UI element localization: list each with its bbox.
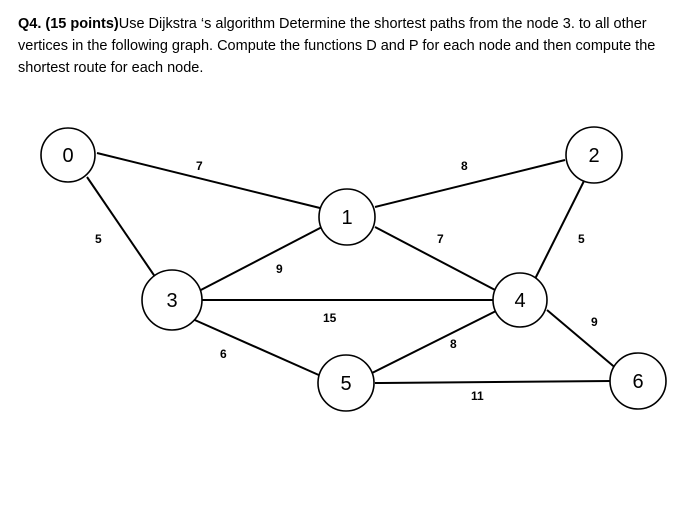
node-2-label: 2 bbox=[588, 145, 599, 167]
weight-4-6: 9 bbox=[591, 315, 598, 329]
edge-1-4 bbox=[374, 226, 498, 292]
weight-2-4: 5 bbox=[578, 232, 585, 246]
edge-3-5 bbox=[187, 316, 322, 377]
edge-weights: 7 5 8 9 7 5 15 6 8 9 11 bbox=[95, 159, 598, 403]
node-4: 4 bbox=[492, 272, 548, 328]
node-6: 6 bbox=[609, 352, 667, 410]
nodes: 0 1 2 3 4 5 6 bbox=[40, 126, 667, 412]
weight-4-5: 8 bbox=[450, 337, 457, 351]
node-3: 3 bbox=[141, 269, 203, 331]
edge-0-3 bbox=[86, 176, 161, 285]
weight-3-5: 6 bbox=[220, 347, 227, 361]
node-4-label: 4 bbox=[514, 290, 525, 312]
edge-1-3 bbox=[196, 226, 323, 293]
node-1-label: 1 bbox=[341, 207, 352, 229]
node-6-label: 6 bbox=[632, 371, 643, 393]
edge-2-4 bbox=[532, 172, 589, 284]
edge-1-2 bbox=[374, 159, 566, 208]
question-body: Use Dijkstra ‘s algorithm Determine the … bbox=[18, 16, 656, 76]
node-0-label: 0 bbox=[62, 145, 73, 167]
edge-0-1 bbox=[96, 152, 321, 209]
edges bbox=[86, 152, 619, 384]
weight-1-2: 8 bbox=[461, 159, 468, 173]
node-2: 2 bbox=[565, 126, 623, 184]
weight-0-3: 5 bbox=[95, 232, 102, 246]
weight-5-6: 11 bbox=[471, 389, 484, 403]
question-label: Q4. (15 points) bbox=[18, 16, 119, 32]
node-5: 5 bbox=[317, 354, 375, 412]
question-text: Q4. (15 points)Use Dijkstra ‘s algorithm… bbox=[18, 13, 678, 79]
edge-4-6 bbox=[546, 309, 619, 371]
weight-0-1: 7 bbox=[196, 159, 203, 173]
node-1: 1 bbox=[318, 188, 376, 246]
edge-4-5 bbox=[369, 309, 499, 375]
weight-1-3: 9 bbox=[276, 262, 283, 276]
weight-1-4: 7 bbox=[437, 232, 444, 246]
node-3-label: 3 bbox=[166, 290, 177, 312]
node-0: 0 bbox=[40, 127, 96, 183]
node-5-label: 5 bbox=[340, 373, 351, 395]
edge-5-6 bbox=[374, 380, 612, 384]
weight-3-4: 15 bbox=[323, 311, 337, 325]
